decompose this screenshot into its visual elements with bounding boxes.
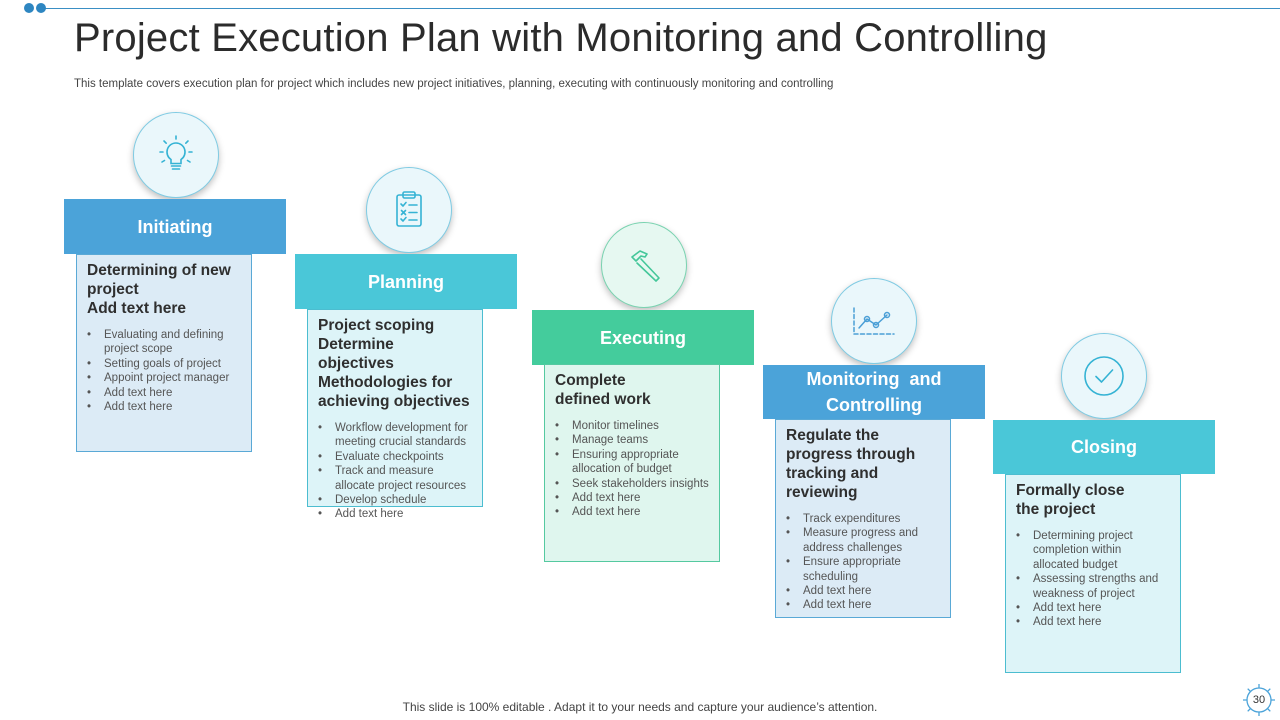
line-chart-icon — [831, 278, 917, 364]
list-item: Evaluate checkpoints — [318, 450, 472, 465]
list-item: Evaluating and defining project scope — [87, 328, 241, 357]
slide-title: Project Execution Plan with Monitoring a… — [74, 16, 1048, 60]
top-rule — [45, 8, 1280, 9]
slide-subtitle: This template covers execution plan for … — [74, 78, 834, 90]
list-item: Add text here — [87, 386, 241, 401]
lightbulb-icon — [133, 112, 219, 198]
list-item: Appoint project manager — [87, 371, 241, 386]
list-item: Ensuring appropriate allocation of budge… — [555, 448, 709, 477]
stage-heading: Project scoping Determine objectives Met… — [318, 317, 470, 410]
stage-bullets: Evaluating and defining project scope Se… — [87, 328, 241, 415]
list-item: Manage teams — [555, 433, 709, 448]
hammer-icon — [601, 222, 687, 308]
list-item: Develop schedule — [318, 493, 472, 508]
list-item: Assessing strengths and weakness of proj… — [1016, 572, 1170, 601]
list-item: Workflow development for meeting crucial… — [318, 421, 472, 450]
stage-header-executing: Executing — [532, 310, 754, 365]
stage-bullets: Monitor timelines Manage teams Ensuring … — [555, 419, 709, 520]
footer-note: This slide is 100% editable . Adapt it t… — [402, 700, 878, 714]
stage-panel-planning: Project scoping Determine objectives Met… — [307, 309, 483, 522]
page-number: 30 — [1252, 694, 1266, 706]
list-item: Add text here — [555, 491, 709, 506]
list-item: Add text here — [318, 507, 472, 522]
stage-header-initiating: Initiating — [64, 199, 286, 254]
list-item: Determining project completion within al… — [1016, 529, 1170, 572]
stage-bullets: Determining project completion within al… — [1016, 529, 1170, 630]
stage-header-closing: Closing — [993, 420, 1215, 474]
list-item: Track and measure allocate project resou… — [318, 464, 472, 493]
list-item: Add text here — [555, 505, 709, 520]
stage-heading: Determining of new project Add text here — [87, 262, 231, 317]
stage-panel-executing: Complete defined work Monitor timelines … — [544, 364, 720, 562]
stage-bullets: Workflow development for meeting crucial… — [318, 421, 472, 522]
list-item: Measure progress and address challenges — [786, 526, 940, 555]
list-item: Add text here — [786, 584, 940, 599]
stage-panel-initiating: Determining of new project Add text here… — [76, 254, 252, 452]
list-item: Add text here — [1016, 601, 1170, 616]
list-item: Setting goals of project — [87, 357, 241, 372]
gear-icon — [1243, 684, 1275, 716]
header-dots-icon — [24, 3, 46, 13]
list-item: Add text here — [786, 598, 940, 613]
list-item: Seek stakeholders insights — [555, 477, 709, 492]
stage-bullets: Track expenditures Measure progress and … — [786, 512, 940, 613]
stage-header-planning: Planning — [295, 254, 517, 309]
list-item: Add text here — [87, 400, 241, 415]
list-item: Track expenditures — [786, 512, 940, 527]
clipboard-checklist-icon — [366, 167, 452, 253]
stage-panel-closing: Formally close the project Determining p… — [1005, 474, 1181, 673]
stage-heading: Regulate the progress through tracking a… — [786, 427, 916, 501]
list-item: Monitor timelines — [555, 419, 709, 434]
list-item: Add text here — [1016, 615, 1170, 630]
list-item: Ensure appropriate scheduling — [786, 555, 940, 584]
stage-heading: Complete defined work — [555, 372, 651, 408]
page-number-badge: 30 — [1241, 682, 1277, 718]
stage-header-monitoring-controlling: Monitoring and Controlling — [763, 365, 985, 419]
stage-panel-monitoring-controlling: Regulate the progress through tracking a… — [775, 419, 951, 618]
check-circle-icon — [1061, 333, 1147, 419]
stage-heading: Formally close the project — [1016, 482, 1125, 518]
